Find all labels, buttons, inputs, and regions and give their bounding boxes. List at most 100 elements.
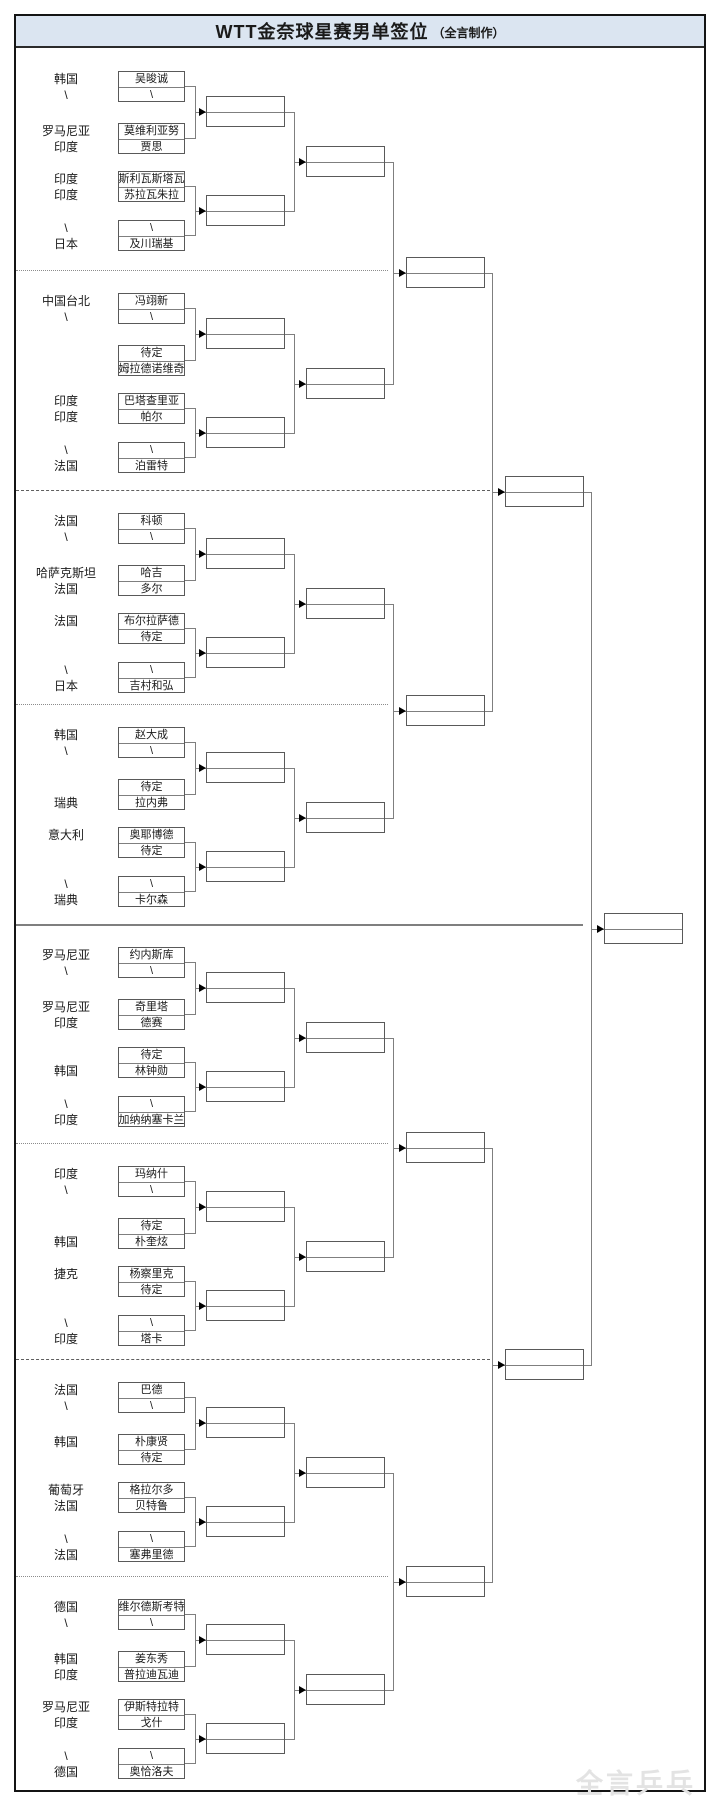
- advance-arrow-icon: [199, 863, 206, 871]
- box-divider-line: [119, 1715, 184, 1716]
- connector-line: [385, 818, 393, 819]
- player-name: 吉村和弘: [129, 680, 174, 692]
- advance-arrow-icon: [199, 1636, 206, 1644]
- connector-line: [285, 1423, 294, 1424]
- round3-box: [306, 588, 385, 619]
- box-divider-line: [207, 1087, 284, 1088]
- country-label: 印度: [53, 1016, 78, 1030]
- advance-arrow-icon: [299, 1686, 306, 1694]
- player-pair-box: [118, 513, 185, 544]
- connector-line: [285, 1207, 294, 1208]
- player-name: 林钟勋: [135, 1065, 168, 1077]
- country-label: \: [64, 964, 68, 978]
- country-label: 法国: [53, 514, 78, 528]
- advance-arrow-icon: [199, 207, 206, 215]
- player-name: 伊斯特拉特: [124, 1701, 179, 1713]
- box-divider-line: [119, 458, 184, 459]
- advance-arrow-icon: [199, 764, 206, 772]
- semifinal-box: [505, 1349, 584, 1380]
- connector-line: [285, 1087, 294, 1088]
- connector-line: [185, 1111, 195, 1112]
- player-name: 莫维利亚努: [124, 125, 179, 137]
- player-pair-box: [118, 1266, 185, 1297]
- country-label: \: [64, 88, 68, 102]
- player-name: 姆拉德诺维奇: [118, 363, 185, 375]
- player-name: \: [149, 1617, 154, 1629]
- box-divider-line: [307, 1473, 384, 1474]
- advance-arrow-icon: [299, 1469, 306, 1477]
- connector-line: [185, 528, 195, 529]
- player-name: 待定: [140, 631, 163, 643]
- advance-arrow-icon: [299, 600, 306, 608]
- box-divider-line: [307, 1257, 384, 1258]
- player-name: \: [149, 311, 154, 323]
- country-label: \: [64, 1097, 68, 1111]
- player-name: \: [149, 222, 154, 234]
- player-pair-box: [118, 1096, 185, 1127]
- connector-line: [185, 408, 195, 409]
- connector-line: [285, 867, 294, 868]
- player-name: \: [149, 1400, 154, 1412]
- country-label: [20, 1048, 112, 1062]
- advance-arrow-icon: [199, 1302, 206, 1310]
- round2-box: [206, 417, 285, 448]
- box-divider-line: [119, 409, 184, 410]
- player-name: 杨察里克: [129, 1268, 174, 1280]
- connector-line: [185, 842, 195, 843]
- country-label: [20, 1283, 112, 1297]
- box-divider-line: [119, 1667, 184, 1668]
- country-label: 法国: [53, 1548, 78, 1562]
- round2-box: [206, 96, 285, 127]
- connector-line: [584, 1365, 591, 1366]
- box-divider-line: [119, 1398, 184, 1399]
- country-label: 印度: [53, 1332, 78, 1346]
- connector-line: [185, 1714, 195, 1715]
- player-pair-box: [118, 1047, 185, 1078]
- round2-box: [206, 538, 285, 569]
- section-divider: [16, 1576, 388, 1577]
- page-title: WTT金奈球星赛男单签位: [215, 22, 429, 42]
- country-label: 印度: [53, 140, 78, 154]
- player-name: 冯翊新: [135, 295, 168, 307]
- player-pair-box: [118, 71, 185, 102]
- box-divider-line: [119, 581, 184, 582]
- box-divider-line: [506, 492, 583, 493]
- connector-line: [285, 554, 294, 555]
- player-name: 吴晙诚: [135, 73, 168, 85]
- connector-line: [185, 794, 195, 795]
- box-divider-line: [119, 361, 184, 362]
- connector-line: [185, 457, 195, 458]
- country-label: 印度: [53, 1113, 78, 1127]
- country-label: 法国: [53, 459, 78, 473]
- player-pair-box: [118, 876, 185, 907]
- section-divider: [16, 270, 388, 271]
- player-name: \: [149, 745, 154, 757]
- box-divider-line: [119, 843, 184, 844]
- box-divider-line: [207, 1306, 284, 1307]
- player-pair-box: [118, 171, 185, 202]
- box-divider-line: [119, 1063, 184, 1064]
- box-divider-line: [119, 1450, 184, 1451]
- connector-line: [185, 742, 195, 743]
- connector-line: [385, 384, 393, 385]
- country-label: 韩国: [53, 1435, 78, 1449]
- player-name: 多尔: [140, 583, 163, 595]
- advance-arrow-icon: [199, 1083, 206, 1091]
- box-divider-line: [119, 678, 184, 679]
- player-pair-box: [118, 1382, 185, 1413]
- advance-arrow-icon: [199, 1203, 206, 1211]
- player-pair-box: [118, 1531, 185, 1562]
- player-name: \: [149, 89, 154, 101]
- box-divider-line: [207, 1640, 284, 1641]
- box-divider-line: [119, 87, 184, 88]
- country-label: 日本: [53, 237, 78, 251]
- connector-line: [385, 1038, 393, 1039]
- country-label: 德国: [53, 1600, 78, 1614]
- connector-line: [385, 1257, 393, 1258]
- box-divider-line: [119, 529, 184, 530]
- round3-box: [306, 1241, 385, 1272]
- connector-line: [385, 162, 393, 163]
- player-name: \: [149, 1098, 154, 1110]
- player-pair-box: [118, 1315, 185, 1346]
- player-name: 待定: [140, 347, 163, 359]
